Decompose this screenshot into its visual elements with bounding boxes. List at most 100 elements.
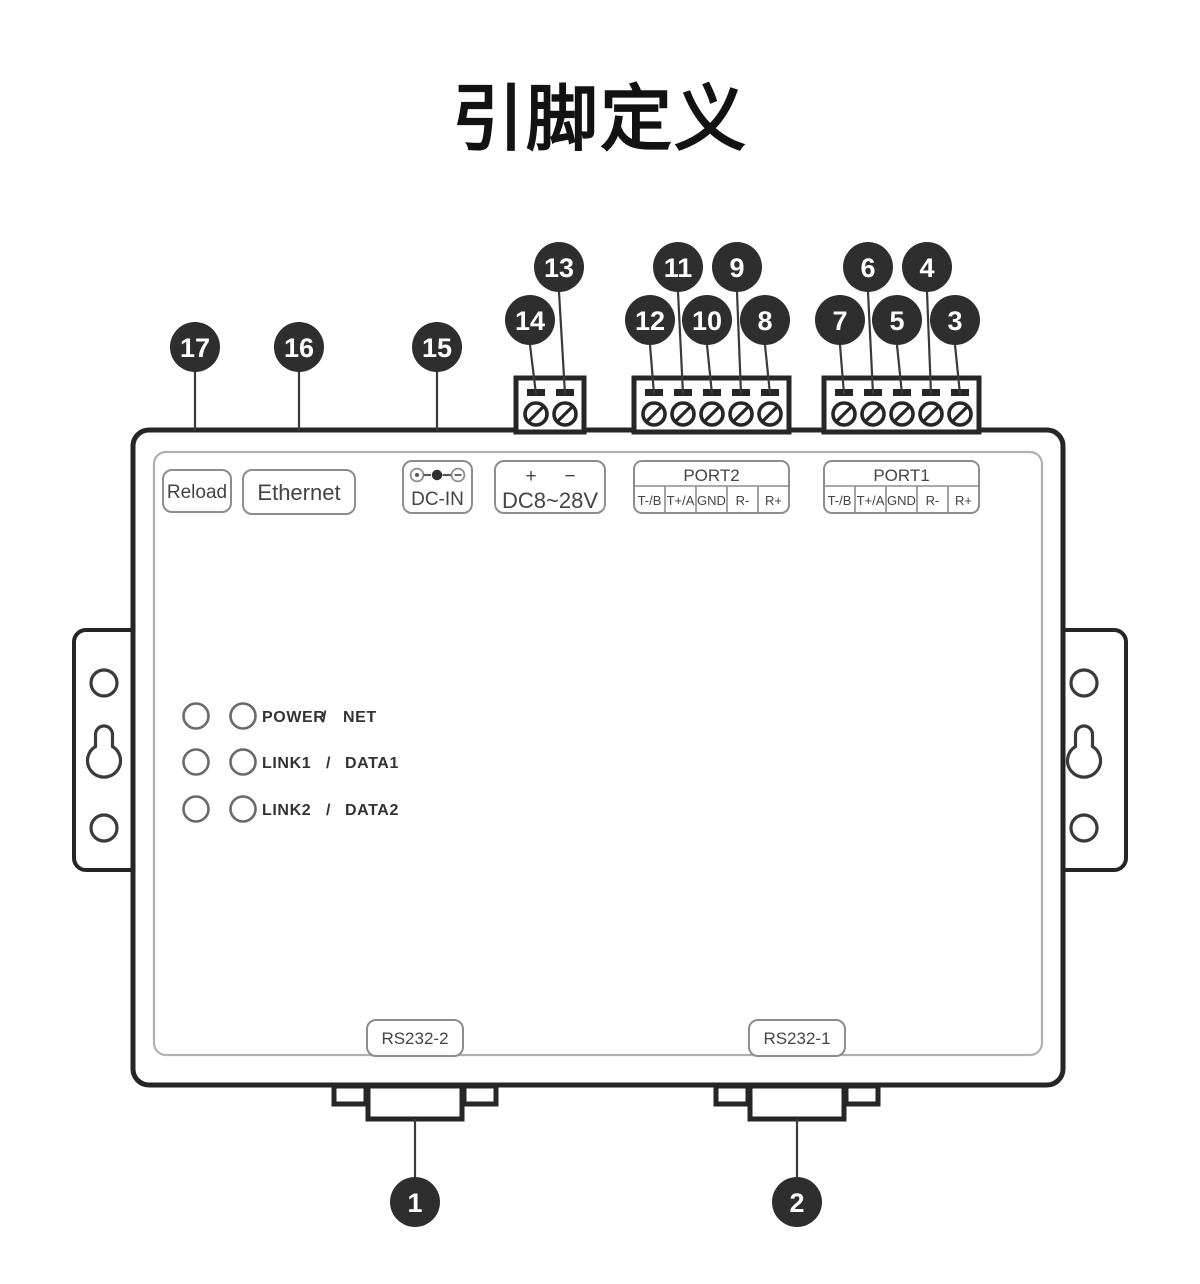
- leader-3: [953, 344, 962, 395]
- leader-11: [676, 291, 685, 395]
- callout-badge-3[interactable]: 3: [930, 295, 980, 345]
- callout-badge-9[interactable]: 9: [712, 242, 762, 292]
- dc-range-label-text: DC8~28V: [502, 488, 598, 513]
- leader-10: [705, 344, 714, 395]
- bracket-keyhole-left: [85, 724, 123, 779]
- callout-badge-7[interactable]: 7: [815, 295, 865, 345]
- port2-pin-r-minus: R-: [736, 493, 750, 508]
- bracket-hole-bottom-left: [89, 813, 119, 843]
- callout-badge-6[interactable]: 6: [843, 242, 893, 292]
- svg-text:10: 10: [692, 306, 722, 336]
- leader-13: [557, 291, 567, 395]
- led-label-power: POWER: [262, 709, 325, 726]
- led-label-link2: LINK2: [262, 802, 311, 819]
- svg-text:6: 6: [860, 253, 875, 283]
- led-row-power-net: POWER / NET: [182, 702, 376, 730]
- svg-text:16: 16: [284, 333, 314, 363]
- svg-text:3: 3: [947, 306, 962, 336]
- reload-label-text: Reload: [167, 482, 227, 503]
- svg-text:8: 8: [757, 306, 772, 336]
- ethernet-label-text: Ethernet: [257, 480, 340, 505]
- bracket-keyhole-right: [1065, 724, 1103, 779]
- bracket-hole-top-right: [1069, 668, 1099, 698]
- callout-badge-10[interactable]: 10: [682, 295, 732, 345]
- callout-badge-5[interactable]: 5: [872, 295, 922, 345]
- callout-badge-17[interactable]: 17: [170, 322, 220, 372]
- rs232-2-label: RS232-2: [366, 1019, 464, 1057]
- led-sep-0: /: [322, 709, 327, 726]
- callout-badge-15[interactable]: 15: [412, 322, 462, 372]
- leader-5: [895, 344, 904, 395]
- mounting-bracket-left: [72, 628, 140, 872]
- leader-12: [648, 344, 656, 395]
- dc-minus-sign: −: [564, 466, 575, 487]
- leader-14: [528, 344, 538, 395]
- rs232-1-connector: [713, 1083, 881, 1122]
- svg-text:5: 5: [889, 306, 904, 336]
- svg-text:11: 11: [664, 253, 693, 283]
- callout-badge-8[interactable]: 8: [740, 295, 790, 345]
- port2-pin-t-plus-a: T+/A: [667, 493, 695, 508]
- rs232-2-connector: [331, 1083, 499, 1122]
- port2-name: PORT2: [683, 466, 739, 485]
- led-label-data1: DATA1: [345, 755, 399, 772]
- port2-pin-t-minus-b: T-/B: [638, 493, 662, 508]
- led-row-link2-data2: LINK2 / DATA2: [182, 795, 399, 823]
- svg-text:13: 13: [544, 253, 574, 283]
- callout-badge-4[interactable]: 4: [902, 242, 952, 292]
- callout-badge-13[interactable]: 13: [534, 242, 584, 292]
- led-row-link1-data1: LINK1 / DATA1: [182, 748, 399, 776]
- bracket-hole-bottom-right: [1069, 813, 1099, 843]
- led-data1: [229, 748, 257, 776]
- mounting-bracket-right: [1060, 628, 1128, 872]
- callout-badge-2[interactable]: 2: [772, 1177, 822, 1227]
- led-data2: [229, 795, 257, 823]
- reload-button-label[interactable]: Reload: [162, 469, 232, 513]
- led-sep-1: /: [326, 755, 331, 772]
- port1-pin-r-minus: R-: [926, 493, 940, 508]
- svg-text:4: 4: [919, 253, 934, 283]
- callout-badge-14[interactable]: 14: [505, 295, 555, 345]
- terminal-screw: [523, 401, 549, 427]
- led-link2: [182, 795, 210, 823]
- svg-text:1: 1: [407, 1188, 422, 1218]
- port1-pin-t-plus-a: T+/A: [857, 493, 885, 508]
- callout-badge-12[interactable]: 12: [625, 295, 675, 345]
- callout-badge-1[interactable]: 1: [390, 1177, 440, 1227]
- dc-input-range-label: + − DC8~28V: [494, 460, 606, 514]
- leader-7: [838, 344, 846, 395]
- led-label-data2: DATA2: [345, 802, 399, 819]
- led-sep-2: /: [326, 802, 331, 819]
- power-terminal-block: [513, 375, 587, 435]
- svg-text:7: 7: [832, 306, 847, 336]
- dc-in-label-text: DC-IN: [411, 489, 464, 510]
- svg-text:17: 17: [180, 333, 210, 363]
- callout-badge-16[interactable]: 16: [274, 322, 324, 372]
- led-power: [182, 702, 210, 730]
- leader-6: [866, 291, 875, 395]
- led-label-link1: LINK1: [262, 755, 311, 772]
- svg-text:12: 12: [635, 306, 665, 336]
- port2-pin-r-plus: R+: [765, 493, 782, 508]
- rs232-1-label: RS232-1: [748, 1019, 846, 1057]
- led-net: [229, 702, 257, 730]
- port1-pin-t-minus-b: T-/B: [828, 493, 852, 508]
- dc-in-jack-label[interactable]: DC-IN: [402, 460, 473, 514]
- device-inner-panel: [152, 450, 1044, 1057]
- led-link1: [182, 748, 210, 776]
- leader-8: [763, 344, 772, 395]
- terminal-screw: [552, 401, 578, 427]
- rs232-1-label-text: RS232-1: [763, 1029, 830, 1048]
- callout-badge-11[interactable]: 11: [653, 242, 703, 292]
- bracket-hole-top-left: [89, 668, 119, 698]
- port1-pin-gnd: GND: [887, 493, 916, 508]
- leader-9: [735, 291, 743, 395]
- page-title: 引脚定义: [451, 77, 748, 161]
- port1-silk-label: PORT1 T-/B T+/A GND R- R+: [823, 460, 980, 514]
- port2-pin-gnd: GND: [697, 493, 726, 508]
- svg-text:9: 9: [729, 253, 744, 283]
- ethernet-port-label[interactable]: Ethernet: [242, 469, 356, 515]
- leader-4: [925, 291, 933, 395]
- dc-polarity-icon: [409, 467, 466, 483]
